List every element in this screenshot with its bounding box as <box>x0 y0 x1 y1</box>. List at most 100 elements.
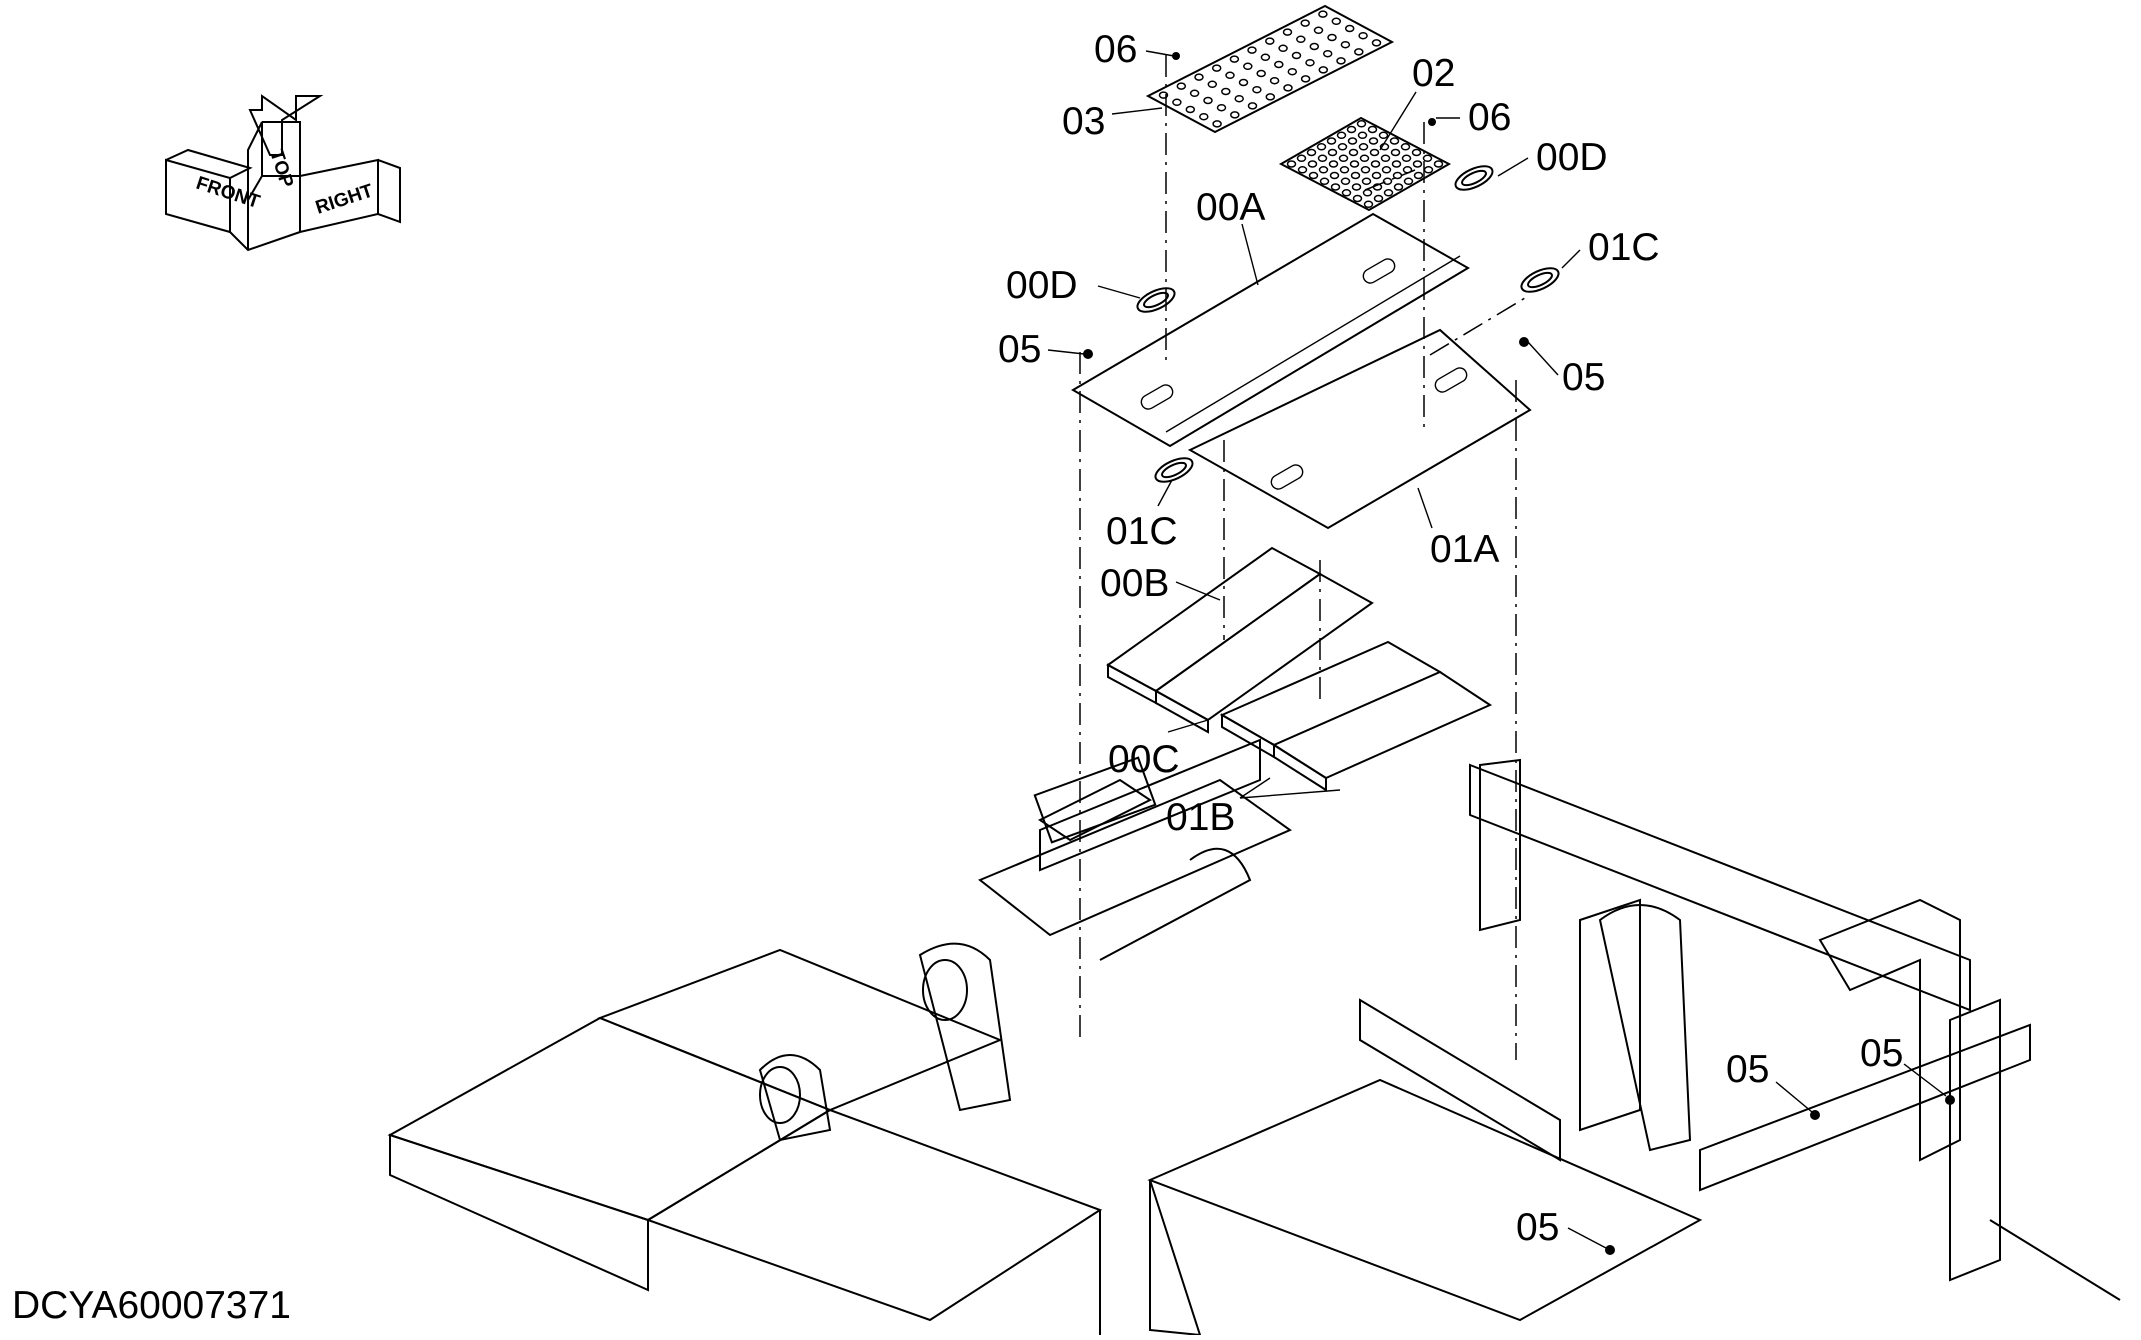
perforation-hole <box>1305 58 1315 67</box>
grommet-00D-right <box>1454 165 1494 191</box>
callout-00D-left: 00D <box>1006 264 1078 307</box>
perforation-hole <box>1391 160 1402 168</box>
perforation-hole <box>1354 48 1364 56</box>
perforation-hole <box>1359 154 1370 163</box>
machine-frame <box>387 738 2121 1337</box>
floor-plate-01A <box>1187 328 1532 530</box>
perforation-hole <box>1172 98 1182 107</box>
perforation-hole <box>1339 166 1350 174</box>
perforation-hole <box>1327 148 1338 157</box>
grommet-01C-right <box>1520 267 1560 293</box>
callout-03: 03 <box>1062 100 1105 143</box>
perforation-hole <box>1358 31 1368 40</box>
perforation-hole <box>1400 143 1411 151</box>
perforation-hole <box>1371 39 1382 47</box>
floor-plate-00A <box>1071 212 1470 448</box>
perforation-hole <box>1317 154 1328 163</box>
orientation-symbol: FRONT TOP RIGHT <box>165 94 401 252</box>
perforation-hole <box>1212 120 1222 128</box>
perforation-hole <box>1360 166 1371 174</box>
pad-01B-right <box>1271 670 1493 792</box>
perforation-hole <box>1286 160 1297 168</box>
perforation-hole <box>1203 96 1213 105</box>
perforation-hole <box>1403 177 1414 186</box>
perforation-hole <box>1306 148 1317 157</box>
callout-01B: 01B <box>1166 796 1235 839</box>
perforation-hole <box>1433 160 1444 168</box>
perforation-hole <box>1368 137 1379 145</box>
perforation-hole <box>1350 171 1361 180</box>
perforation-hole <box>1229 55 1240 63</box>
perforation-hole <box>1278 44 1288 53</box>
perforation-hole <box>1346 125 1357 134</box>
bolt-05-right <box>1519 337 1529 347</box>
perforation-hole <box>1265 37 1275 45</box>
perforation-hole <box>1330 183 1341 191</box>
document-id: DCYA60007371 <box>12 1284 291 1327</box>
bolt-05-frame-a <box>1810 1110 1820 1120</box>
perforation-hole <box>1297 166 1308 174</box>
perforation-hole <box>1380 154 1391 163</box>
perforation-hole <box>1185 105 1196 114</box>
screw-06-top <box>1172 52 1180 60</box>
perforation-hole <box>1230 111 1240 119</box>
perforation-hole <box>1199 112 1209 121</box>
grommet-01C-left <box>1154 457 1194 483</box>
perforation-hole <box>1234 94 1244 103</box>
perforation-hole <box>1216 103 1227 112</box>
perforation-hole <box>1260 53 1271 62</box>
perforation-hole <box>1357 131 1368 140</box>
perforation-hole <box>1347 137 1358 145</box>
orientation-top-label: TOP <box>265 147 297 191</box>
perforation-hole <box>1390 148 1401 157</box>
perforation-hole <box>1340 177 1351 186</box>
leader-lines <box>1047 50 1947 1249</box>
callout-02: 02 <box>1412 52 1455 95</box>
callout-05-right: 05 <box>1562 356 1605 399</box>
perforation-hole <box>1300 75 1311 83</box>
perforated-mat-02 <box>1278 116 1452 212</box>
perforation-hole <box>1316 143 1327 151</box>
callout-05-frame-c: 05 <box>1516 1206 1559 1249</box>
callout-labels: 06 03 02 06 00D 00A 01C 00D 05 05 01C 01… <box>998 28 1903 1249</box>
callout-06-top: 06 <box>1094 28 1137 71</box>
perforation-hole <box>1287 67 1298 76</box>
assembly-lines <box>1079 55 1531 1060</box>
perforation-hole <box>1411 148 1422 157</box>
perforation-hole <box>1348 148 1359 157</box>
perforation-hole <box>1356 120 1367 128</box>
callout-01A: 01A <box>1430 528 1499 571</box>
perforation-hole <box>1283 84 1293 92</box>
perforation-hole <box>1247 102 1258 110</box>
perforation-hole <box>1371 171 1382 180</box>
perforation-hole <box>1358 143 1369 151</box>
perforation-hole <box>1329 171 1340 180</box>
perforation-hole <box>1393 183 1404 191</box>
callout-06-right: 06 <box>1468 96 1511 139</box>
perforation-hole <box>1252 85 1262 94</box>
perforation-hole <box>1291 51 1302 60</box>
callout-00A: 00A <box>1196 186 1265 229</box>
perforation-hole <box>1370 160 1381 168</box>
orientation-right-label: RIGHT <box>313 180 376 218</box>
perforation-hole <box>1423 166 1434 174</box>
perforation-hole <box>1308 171 1319 180</box>
perforation-hole <box>1373 194 1384 203</box>
perforation-hole <box>1265 93 1276 101</box>
orientation-front-label: FRONT <box>193 173 262 213</box>
perforation-hole <box>1322 49 1333 58</box>
perforation-hole <box>1363 200 1374 209</box>
perforation-hole <box>1207 80 1218 89</box>
perforation-hole <box>1389 137 1400 145</box>
perforation-hole <box>1313 26 1324 35</box>
perforation-hole <box>1336 131 1347 140</box>
perforation-hole <box>1318 10 1328 18</box>
perforation-hole <box>1319 177 1330 186</box>
grommet-00D-left <box>1136 287 1176 313</box>
perforation-hole <box>1361 177 1372 186</box>
callout-05-frame-a: 05 <box>1726 1048 1769 1091</box>
perforation-hole <box>1337 143 1348 151</box>
perforation-hole <box>1225 71 1235 80</box>
perforation-hole <box>1211 64 1222 72</box>
